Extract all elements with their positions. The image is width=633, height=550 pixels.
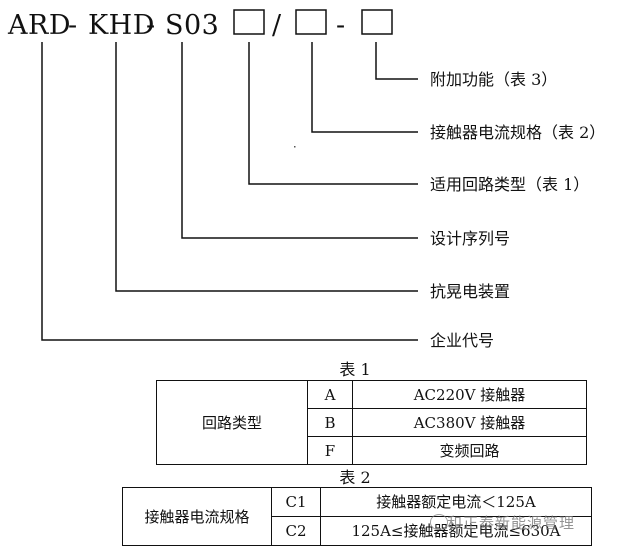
table1-header-cell: 回路类型: [156, 380, 308, 465]
callout-circuit-type: 适用回路类型（表 1）: [430, 175, 589, 194]
code-slot-additional-function: [361, 9, 393, 35]
callout-company-code: 企业代号: [430, 331, 494, 350]
leader-line-series: [181, 42, 418, 239]
table-row: 接触器电流规格 C1 接触器额定电流＜125A: [122, 487, 592, 546]
table1-caption: 表 1: [339, 360, 371, 379]
code-separator: -: [336, 10, 346, 41]
callout-anti-sway-device: 抗晃电装置: [430, 282, 510, 301]
code-slot-circuit-type: [233, 9, 265, 35]
table1-desc-cell: AC220V 接触器: [352, 380, 587, 409]
code-slot-current-spec: [295, 9, 327, 35]
leader-lines: [41, 42, 418, 341]
table1-desc-cell: AC380V 接触器: [352, 408, 587, 437]
callout-current-spec: 接触器电流规格（表 2）: [430, 123, 605, 142]
callout-additional-function: 附加功能（表 3）: [430, 70, 557, 89]
table1-circuit-type: 回路类型 A AC220V 接触器 B AC380V 接触器 F 变频回路: [156, 380, 587, 465]
table2-current-spec: 接触器电流规格 C1 接触器额定电流＜125A C2 125A≤接触器额定电流≤…: [122, 487, 592, 546]
table1-desc-cell: 变频回路: [352, 436, 587, 465]
table1-code-cell: B: [307, 408, 353, 437]
table-row: F 变频回路: [157, 436, 587, 465]
table1-code-cell: A: [307, 380, 353, 409]
stray-dot: [294, 146, 296, 148]
watermark-text: 和正泰新能源管理: [447, 514, 576, 532]
leader-line-circuit-type: [248, 42, 418, 185]
callout-series-number: 设计序列号: [430, 229, 510, 248]
table-row: C2 125A≤接触器额定电流≤630A: [123, 516, 592, 546]
code-part-series: S03: [165, 10, 219, 41]
table2-code-cell: C2: [271, 516, 321, 546]
table2-header-cell: 接触器电流规格: [122, 487, 272, 546]
code-separator: -: [68, 10, 78, 41]
leader-line-device: [115, 42, 418, 292]
table-row: 回路类型 A AC220V 接触器: [156, 380, 587, 465]
table2-desc-cell: 接触器额定电流＜125A: [320, 487, 592, 517]
code-slash: /: [272, 10, 282, 41]
table1-code-cell: F: [307, 436, 353, 465]
code-separator: -: [146, 10, 156, 41]
wechat-icon: [430, 514, 448, 530]
code-part-company: ARD: [7, 10, 71, 41]
table2-caption: 表 2: [339, 468, 371, 487]
leader-line-current-spec: [311, 42, 418, 133]
leader-line-company: [41, 42, 418, 341]
table2-code-cell: C1: [271, 487, 321, 517]
model-code-diagram: ARD - KHD - S03 / - 附加功能（表 3） 接触器电流规格（表 …: [7, 9, 605, 350]
table2-desc-cell: 125A≤接触器额定电流≤630A: [320, 516, 592, 546]
leader-line-additional-function: [375, 42, 418, 80]
code-part-device: KHD: [88, 10, 155, 41]
